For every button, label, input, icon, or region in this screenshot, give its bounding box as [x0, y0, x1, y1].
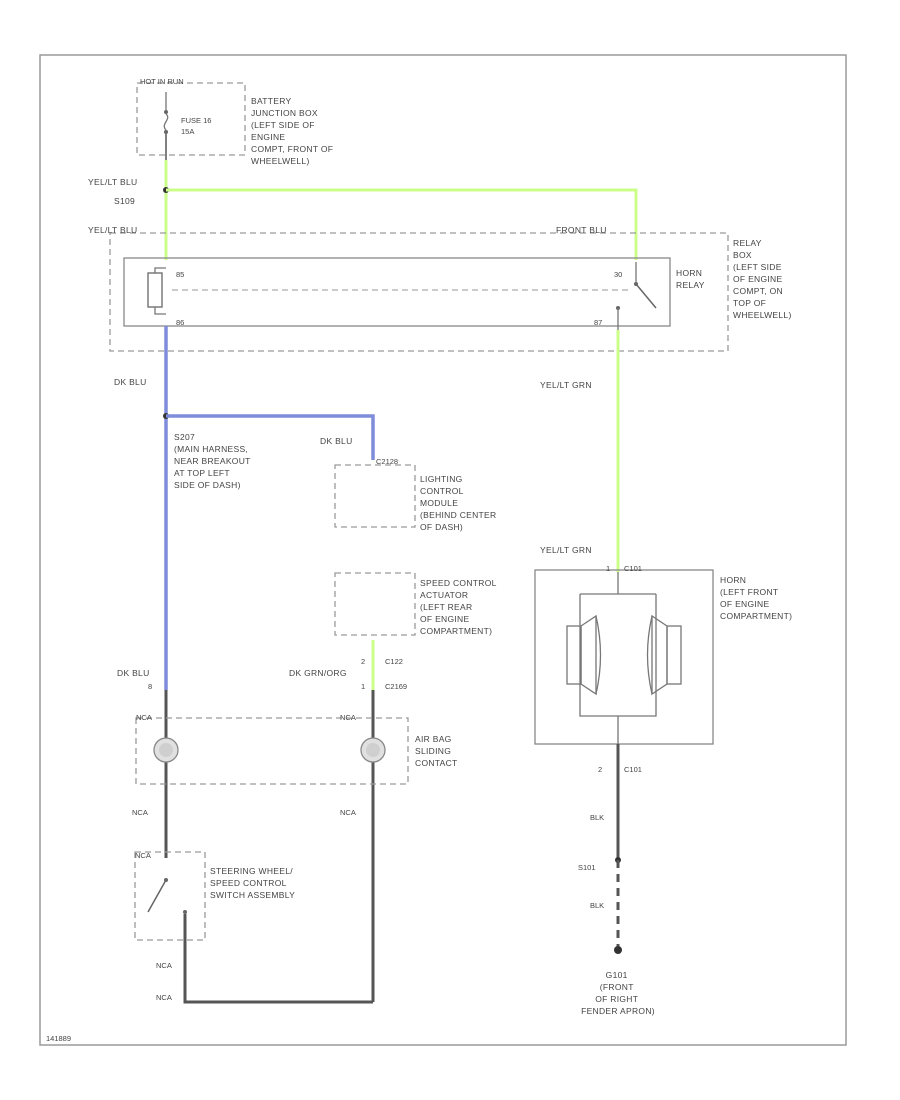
steering-switch-label: STEERING WHEEL/ SPEED CONTROL SWITCH ASS…	[210, 866, 296, 900]
fuse-box-header: HOT IN RUN	[140, 77, 184, 86]
ground-label: G101 (FRONT OF RIGHT FENDER APRON)	[581, 970, 655, 1016]
lighting-control-module: C2128 LIGHTING CONTROL MODULE (BEHIND CE…	[334, 457, 499, 532]
connector-c2169: C2169	[385, 682, 407, 691]
speed-control-actuator: SPEED CONTROL ACTUATOR (LEFT REAR OF ENG…	[334, 572, 499, 636]
fuse-rating: 15A	[181, 127, 194, 136]
splice-s109-label: S109	[114, 196, 135, 206]
airbag-contact-label: AIR BAG SLIDING CONTACT	[415, 734, 458, 768]
wire-label-yel-lt-blu: YEL/LT BLU	[88, 177, 137, 187]
fuse-label: FUSE 16	[181, 116, 211, 125]
speed-control-pin-2: 2	[361, 657, 365, 666]
lighting-module-label: LIGHTING CONTROL MODULE (BEHIND CENTER O…	[420, 474, 499, 532]
wire-label-blk-2: BLK	[590, 901, 604, 910]
horn-relay-label: HORN RELAY	[676, 268, 705, 290]
steering-wheel-switch-assembly: NCA STEERING WHEEL/ SPEED CONTROL SWITCH…	[134, 851, 296, 941]
ground-icon	[614, 946, 622, 954]
relay-pin-85: 85	[176, 270, 184, 279]
steering-switch-outline	[134, 851, 206, 941]
speed-control-label: SPEED CONTROL ACTUATOR (LEFT REAR OF ENG…	[420, 578, 499, 636]
lighting-module-outline	[334, 464, 416, 528]
horn-label: HORN (LEFT FRONT OF ENGINE COMPARTMENT)	[720, 575, 792, 621]
lighting-module-connector: C2128	[376, 457, 398, 466]
wire-label-blk-1: BLK	[590, 813, 604, 822]
wire-label-nca-2: NCA	[340, 713, 356, 722]
relay-box-location: RELAY BOX (LEFT SIDE OF ENGINE COMPT, ON…	[733, 238, 792, 320]
yel-lt-blu-branch-wire	[166, 188, 638, 260]
relay-box-right-header: FRONT BLU	[556, 225, 607, 235]
airbag-contact-outline	[135, 717, 409, 785]
wire-label-nca-4: NCA	[340, 808, 356, 817]
wire-label-dk-blu-2: DK BLU	[320, 436, 353, 446]
diagram-frame	[39, 54, 847, 1046]
wire-label-nca-6: NCA	[156, 961, 172, 970]
fuse-box-outline	[136, 82, 246, 156]
wire-label-dk-blu-3: DK BLU	[117, 668, 150, 678]
horn-connector-bottom: C101	[624, 765, 642, 774]
relay-coil-icon	[147, 272, 163, 308]
horn: 1 C101 HORN (LEFT FRONT OF ENGINE COMPAR…	[534, 564, 792, 745]
dk-blu-branch-wire	[166, 414, 375, 460]
relay-box-left-header: YEL/LT BLU	[88, 225, 137, 235]
relay-box: YEL/LT BLU FRONT BLU 85 86 30 87 HORN RE…	[88, 225, 792, 352]
relay-pin-86: 86	[176, 318, 184, 327]
splice-s207-label: S207 (MAIN HARNESS, NEAR BREAKOUT AT TOP…	[174, 432, 253, 490]
horn-outline	[534, 569, 714, 745]
horn-relay-body	[123, 257, 671, 327]
nca-wire-bottom	[183, 914, 373, 1004]
speed-control-outline	[334, 572, 416, 636]
speed-control-pin-1: 1	[361, 682, 365, 691]
wire-label-nca-7: NCA	[156, 993, 172, 1002]
horn-pin-1: 1	[606, 564, 610, 573]
fuse-box: HOT IN RUN FUSE 16 15A BATTERY JUNCTION …	[136, 77, 336, 166]
fuse-box-location: BATTERY JUNCTION BOX (LEFT SIDE OF ENGIN…	[251, 96, 336, 166]
wire-label-nca-5: NCA	[135, 851, 151, 860]
splice-s101-label: S101	[578, 863, 596, 872]
wire-label-dk-blu-1: DK BLU	[114, 377, 147, 387]
wire-label-yel-lt-grn-2: YEL/LT GRN	[540, 545, 592, 555]
relay-switch-icon	[635, 283, 657, 309]
connector-pin-8: 8	[148, 682, 152, 691]
horn-pin-2: 2	[598, 765, 602, 774]
wire-label-nca-3: NCA	[132, 808, 148, 817]
airbag-sliding-contact: NCA NCA AIR BAG SLIDING CONTACT	[135, 713, 458, 785]
connector-c122: C122	[385, 657, 403, 666]
figure-id: 141889	[46, 1034, 71, 1043]
horn-connector-top: C101	[624, 564, 642, 573]
wire-label-dk-grn-org: DK GRN/ORG	[289, 668, 347, 678]
fuse-icon	[163, 113, 169, 131]
horn-left-icon	[566, 614, 602, 696]
relay-pin-87: 87	[594, 318, 602, 327]
switch-contact-icon	[147, 879, 167, 913]
wire-label-yel-lt-grn-1: YEL/LT GRN	[540, 380, 592, 390]
wire-label-nca-1: NCA	[136, 713, 152, 722]
relay-pin-30: 30	[614, 270, 622, 279]
horn-right-icon	[646, 614, 682, 696]
relay-box-outline	[109, 232, 729, 352]
